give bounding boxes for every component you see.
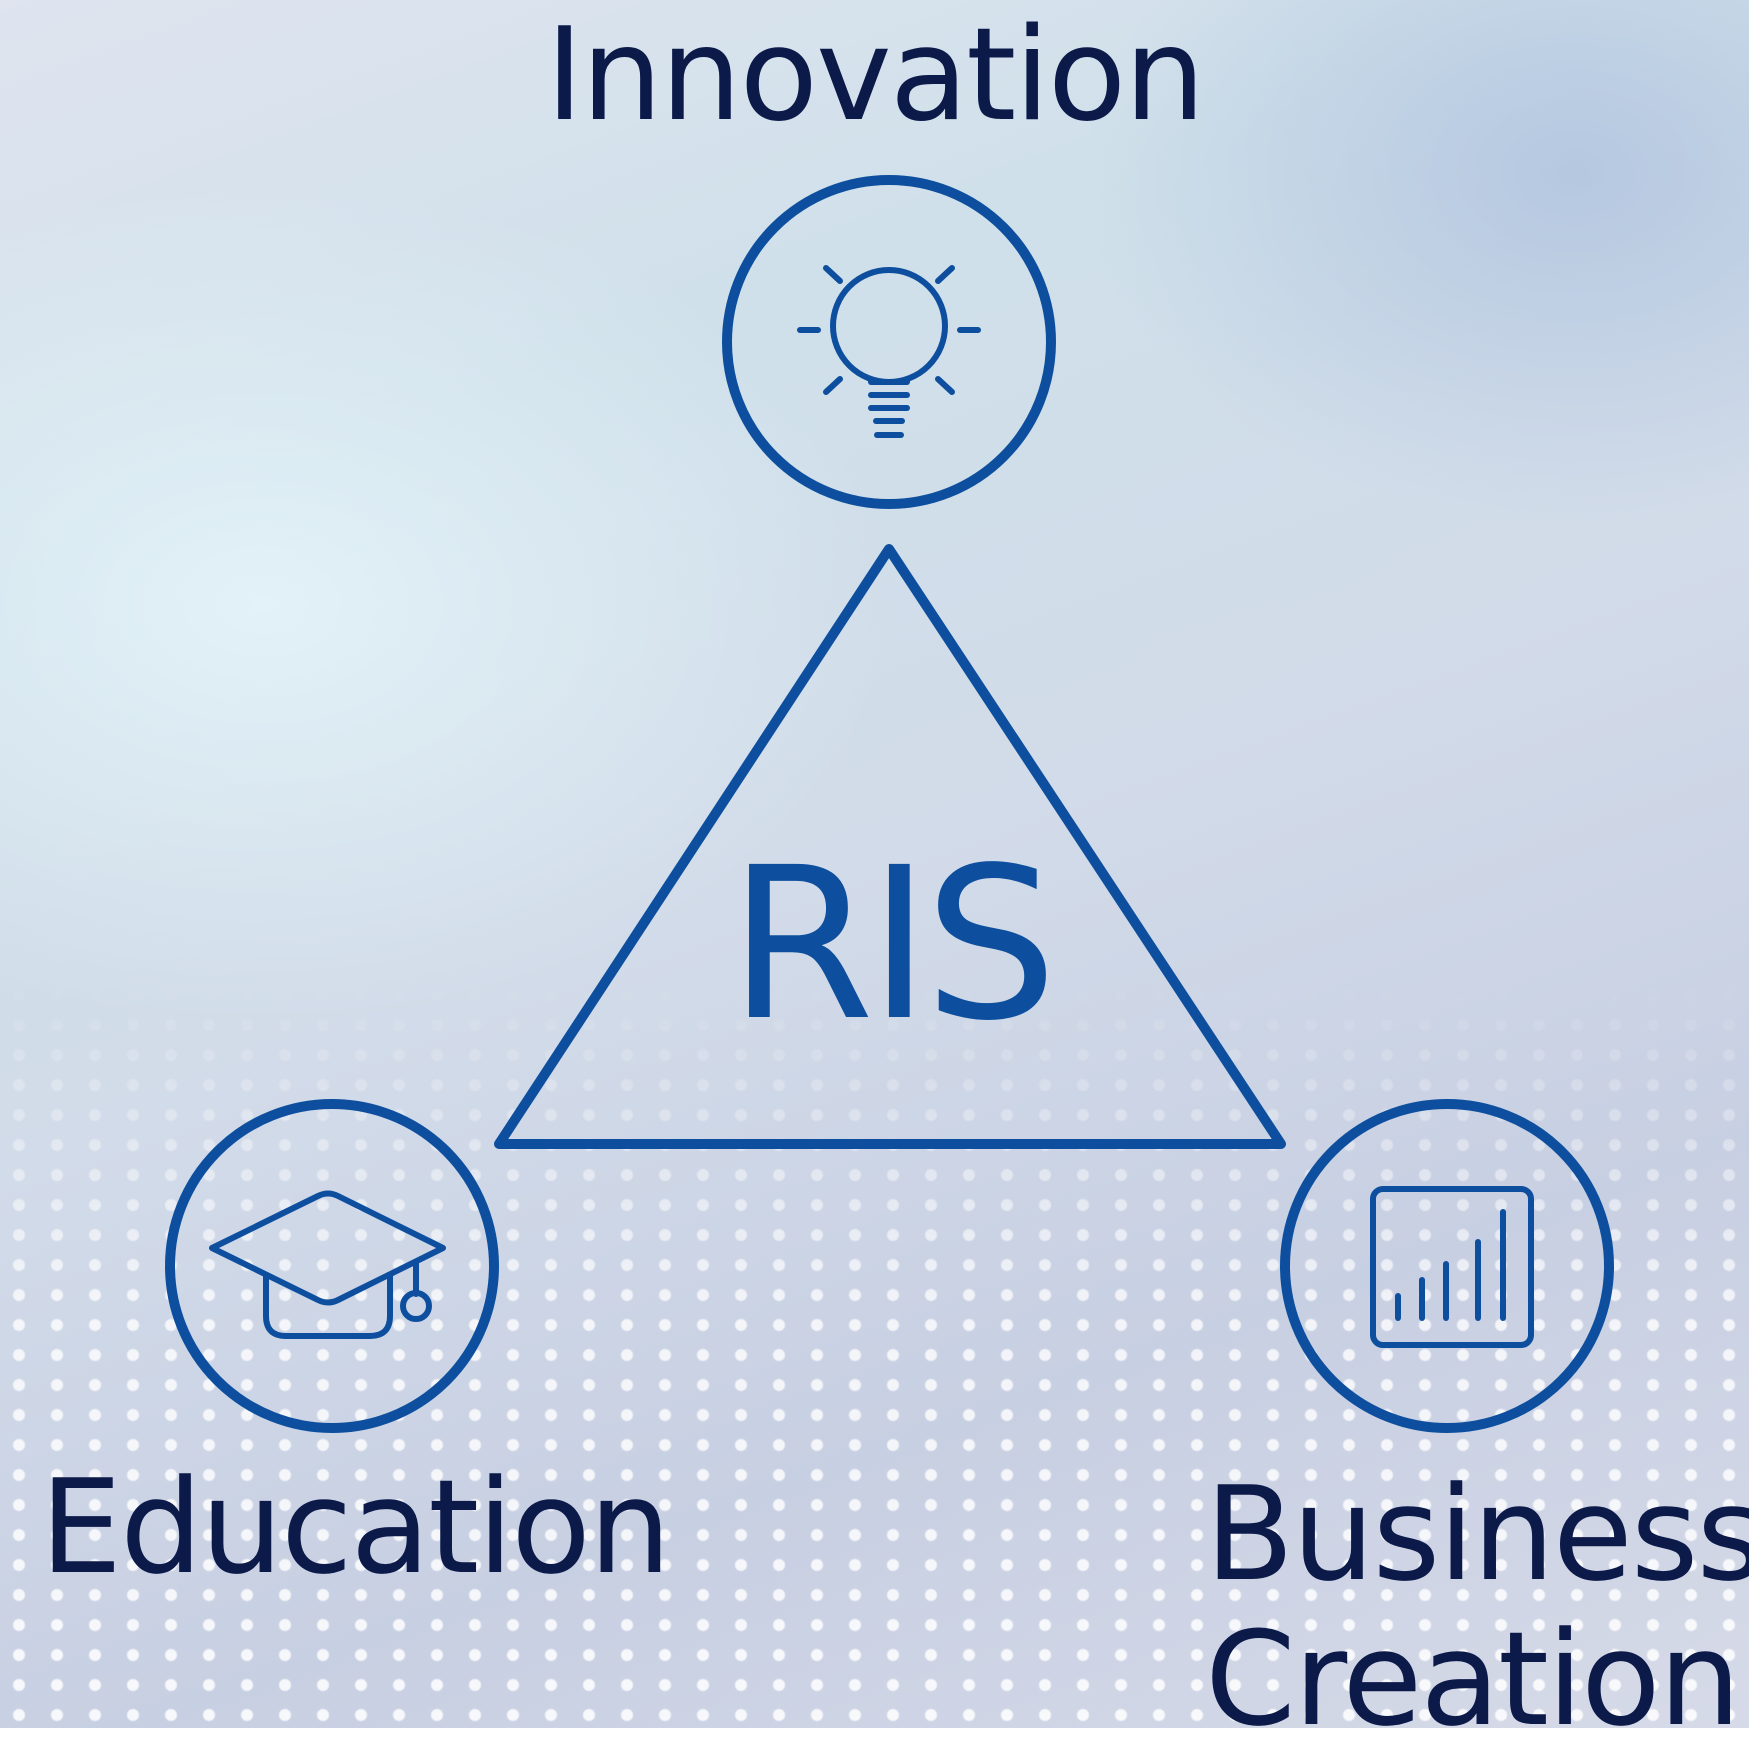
business-creation-label-text: Business Creation [1205, 1458, 1749, 1755]
lightbulb-icon [797, 265, 981, 438]
business-creation-label: Business Creation [1130, 1458, 1749, 1755]
innovation-circle [722, 175, 1056, 509]
bar-chart-icon [1370, 1186, 1534, 1348]
innovation-label: Innovation [545, 1, 1206, 150]
education-label: Education [40, 1451, 671, 1603]
education-circle [165, 1099, 499, 1433]
graduation-cap-icon [209, 1190, 446, 1339]
center-label: RIS [728, 822, 1057, 1067]
center-triangle [494, 544, 1286, 1149]
business-creation-circle [1280, 1099, 1614, 1433]
